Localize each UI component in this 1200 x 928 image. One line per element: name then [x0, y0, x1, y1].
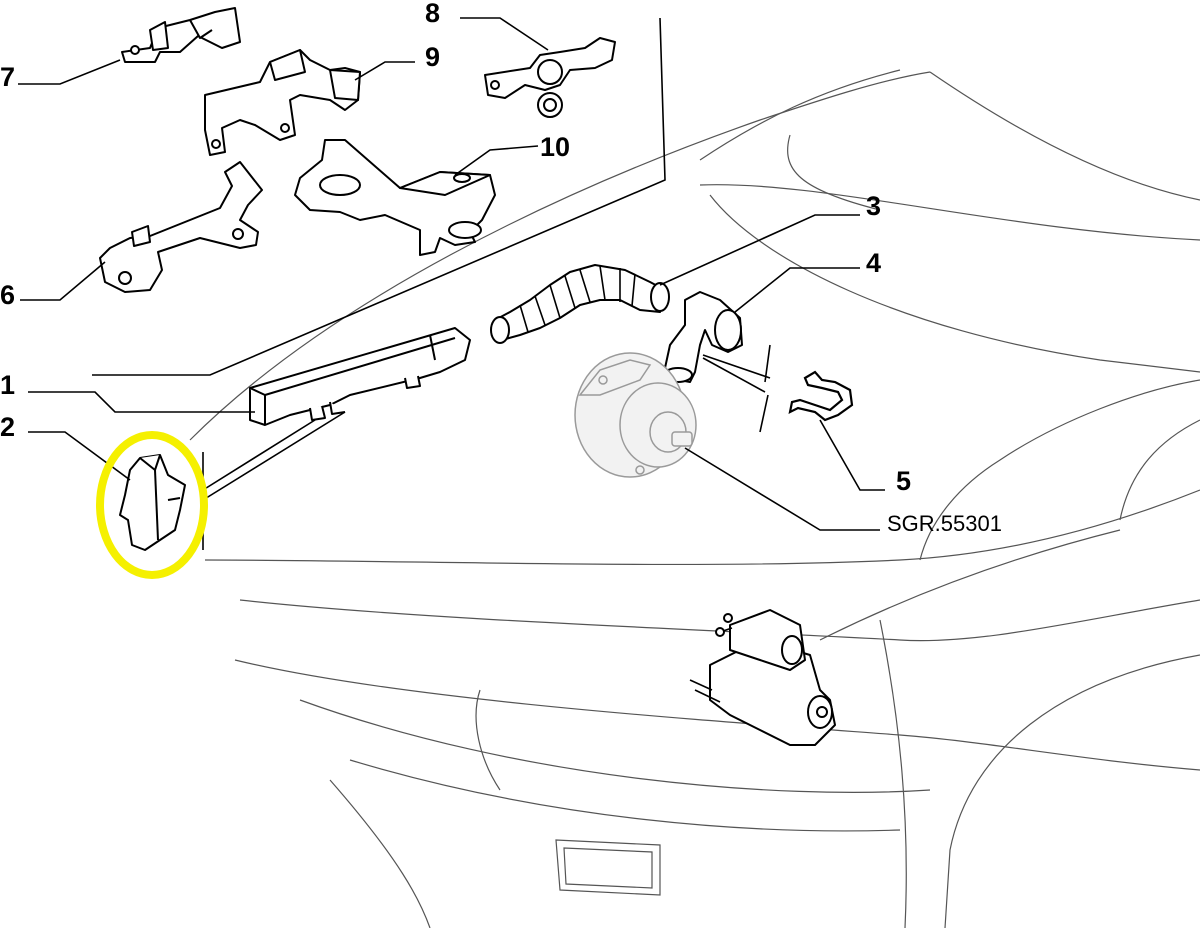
starter-motor-illustration: [689, 609, 836, 746]
callout-1: 1: [0, 370, 15, 400]
callout-9: 9: [425, 42, 440, 72]
part-8-clip: [484, 37, 616, 118]
alternator-illustration: [574, 352, 697, 478]
callout-2: 2: [0, 412, 15, 442]
callout-8: 8: [425, 0, 440, 28]
part-1-duct: [249, 327, 471, 426]
part-2-bracket: [119, 454, 186, 551]
reference-code: SGR.55301: [887, 511, 1002, 536]
bracket-line-right-bottom: [759, 394, 769, 433]
part-4-elbow-hose: [663, 291, 743, 383]
group-separator-line: [92, 17, 666, 376]
callout-6: 6: [0, 280, 15, 310]
callout-5: 5: [896, 466, 911, 496]
part-6-bracket: [99, 161, 263, 293]
callout-7: 7: [0, 62, 15, 92]
callout-4: 4: [866, 248, 881, 278]
part-5-clip: [788, 370, 854, 422]
part-7-bracket: [121, 7, 241, 63]
highlight-circle: [96, 431, 208, 579]
callout-10: 10: [540, 132, 570, 162]
part-9-bracket: [204, 49, 361, 156]
part-3-corrugated-hose: [490, 264, 670, 344]
callout-3: 3: [866, 191, 881, 221]
fog-lamp-outline: [555, 839, 661, 896]
part-10-bracket: [294, 139, 496, 256]
